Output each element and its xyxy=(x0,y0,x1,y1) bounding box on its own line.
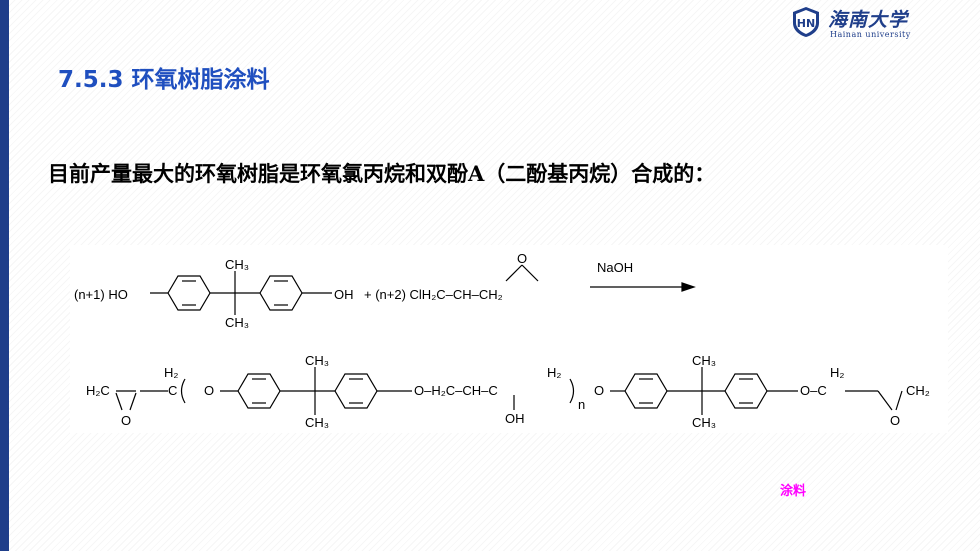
naoh-label: NaOH xyxy=(597,260,633,275)
badge-text: HN xyxy=(797,17,815,30)
ch3-top-1: CH₃ xyxy=(225,257,249,272)
hydroxyl-pendant: OH xyxy=(505,411,525,426)
h2-mid: H₂ xyxy=(547,365,561,380)
ch3-top-3: CH₃ xyxy=(692,353,716,368)
university-logo: HN 海南大学 Hainan university xyxy=(790,4,940,42)
section-title: 7.5.3 环氧树脂涂料 xyxy=(58,67,270,93)
ch3-bottom-3: CH₃ xyxy=(692,415,716,430)
university-badge-icon: HN xyxy=(793,7,819,37)
reaction-scheme: CH₃ CH₃ (n+1) HO OH + (n+2) ClH₂C–CH–CH₂… xyxy=(70,245,948,433)
epoxide-oxygen-right: O xyxy=(890,413,900,428)
c-left: C xyxy=(168,383,177,398)
hydroxyl-label: OH xyxy=(334,287,354,302)
epoxide-oxygen-left: O xyxy=(121,413,131,428)
o-link-1: O xyxy=(204,383,214,398)
h2c-left: H₂C xyxy=(86,383,110,398)
o-link-4: O–C xyxy=(800,383,827,398)
ch3-top-2: CH₃ xyxy=(305,353,329,368)
ch2-right: CH₂ xyxy=(906,383,930,398)
ch3-bottom-1: CH₃ xyxy=(225,315,249,330)
h2-right: H₂ xyxy=(830,365,844,380)
reactant1-coefficient: (n+1) HO xyxy=(74,287,128,302)
intro-text: 目前产量最大的环氧树脂是环氧氯丙烷和双酚A（二酚基丙烷）合成的： xyxy=(48,161,716,186)
logo-english-name: Hainan university xyxy=(830,30,911,39)
h2-left: H₂ xyxy=(164,365,178,380)
reaction-scheme-drawing: CH₃ CH₃ (n+1) HO OH + (n+2) ClH₂C–CH–CH₂… xyxy=(74,251,930,430)
o-link-2: O–H₂C–CH–C xyxy=(414,383,498,398)
epoxide-oxygen-1: O xyxy=(517,251,527,266)
epichlorohydrin-label: + (n+2) ClH₂C–CH–CH₂ xyxy=(364,287,503,302)
o-link-3: O xyxy=(594,383,604,398)
coatings-link[interactable]: 涂料 xyxy=(780,484,807,499)
left-accent-bar xyxy=(0,0,9,551)
repeat-n: n xyxy=(578,397,585,412)
logo-chinese-name: 海南大学 xyxy=(828,9,909,31)
ch3-bottom-2: CH₃ xyxy=(305,415,329,430)
